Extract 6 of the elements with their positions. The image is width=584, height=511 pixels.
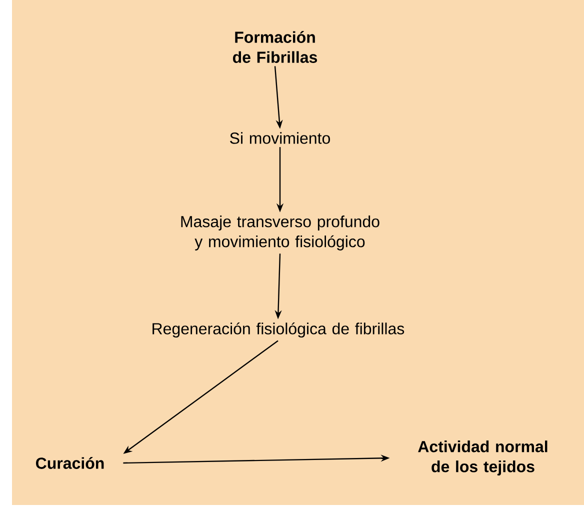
step-text: Si movimiento <box>230 132 330 144</box>
step-text: Regeneración fisiológica de fibrillas <box>152 322 404 338</box>
step-text: Actividad normal de los tejidos <box>418 440 548 476</box>
step-text: Masaje transverso profundo y movimiento fisiológico <box>181 216 380 250</box>
step-text: Curación <box>36 457 104 469</box>
step-text: Formación de Fibrillas <box>232 31 318 63</box>
